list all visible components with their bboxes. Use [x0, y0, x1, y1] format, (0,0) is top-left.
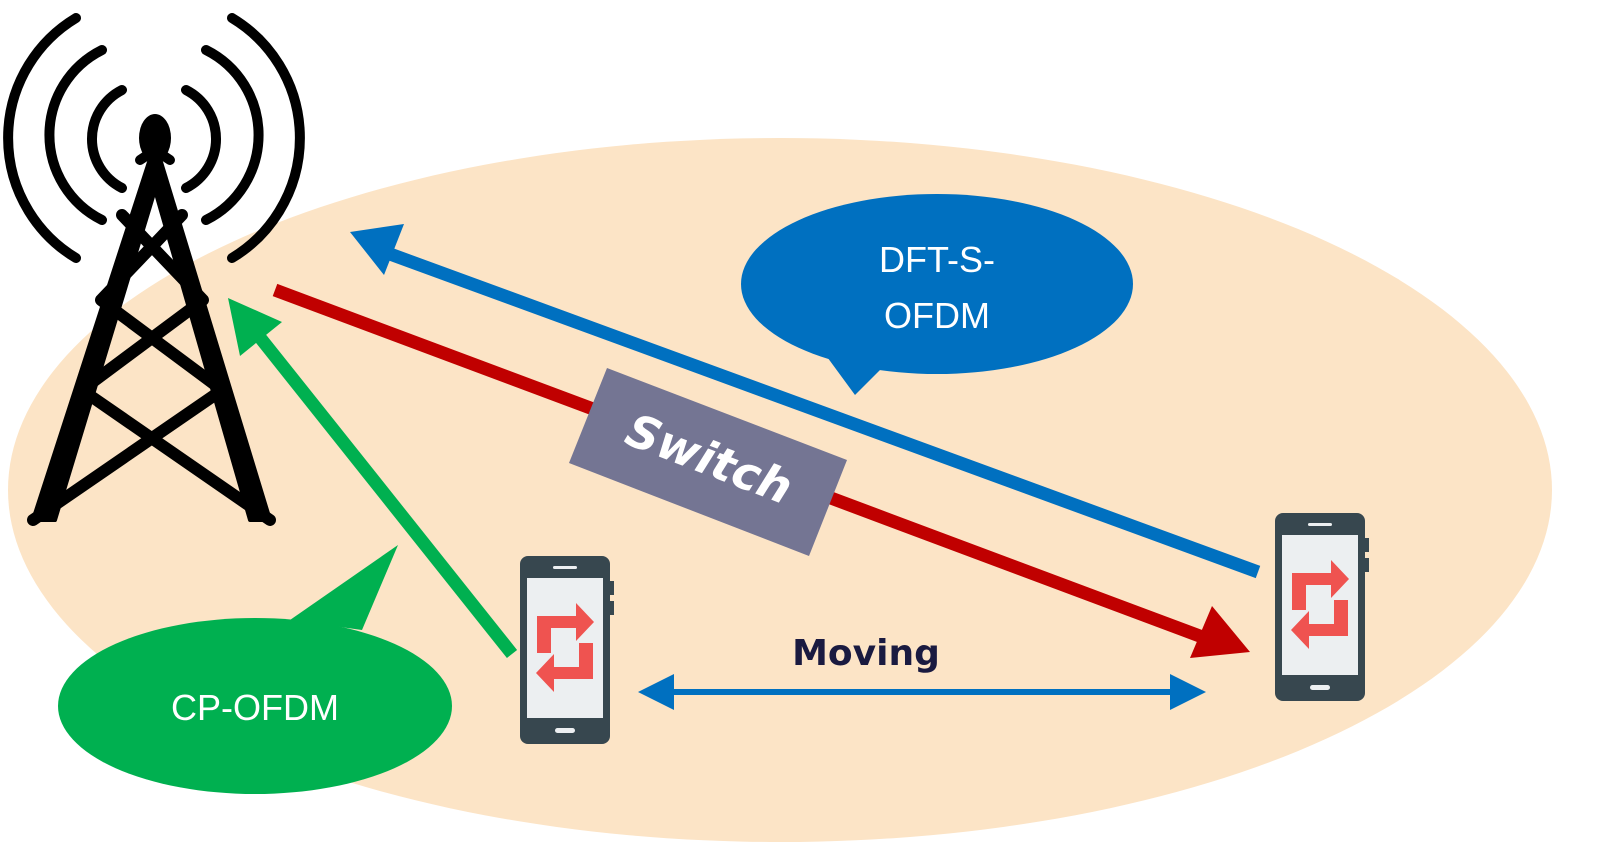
- dft-s-ofdm-label-line2: OFDM: [884, 295, 990, 336]
- smartphone-icon: [1275, 513, 1369, 701]
- cp-ofdm-callout: CP-OFDM: [58, 545, 452, 794]
- smartphone-icon: [520, 556, 614, 744]
- dft-s-ofdm-callout: DFT-S- OFDM: [741, 194, 1133, 395]
- cp-ofdm-label: CP-OFDM: [171, 687, 339, 728]
- blue-arrow: [350, 224, 1261, 579]
- dft-s-ofdm-label-line1: DFT-S-: [879, 239, 995, 280]
- moving-arrow: Moving: [638, 633, 1206, 710]
- moving-label: Moving: [792, 633, 940, 674]
- green-arrow: [228, 298, 518, 659]
- cell-tower-icon: [3, 13, 305, 526]
